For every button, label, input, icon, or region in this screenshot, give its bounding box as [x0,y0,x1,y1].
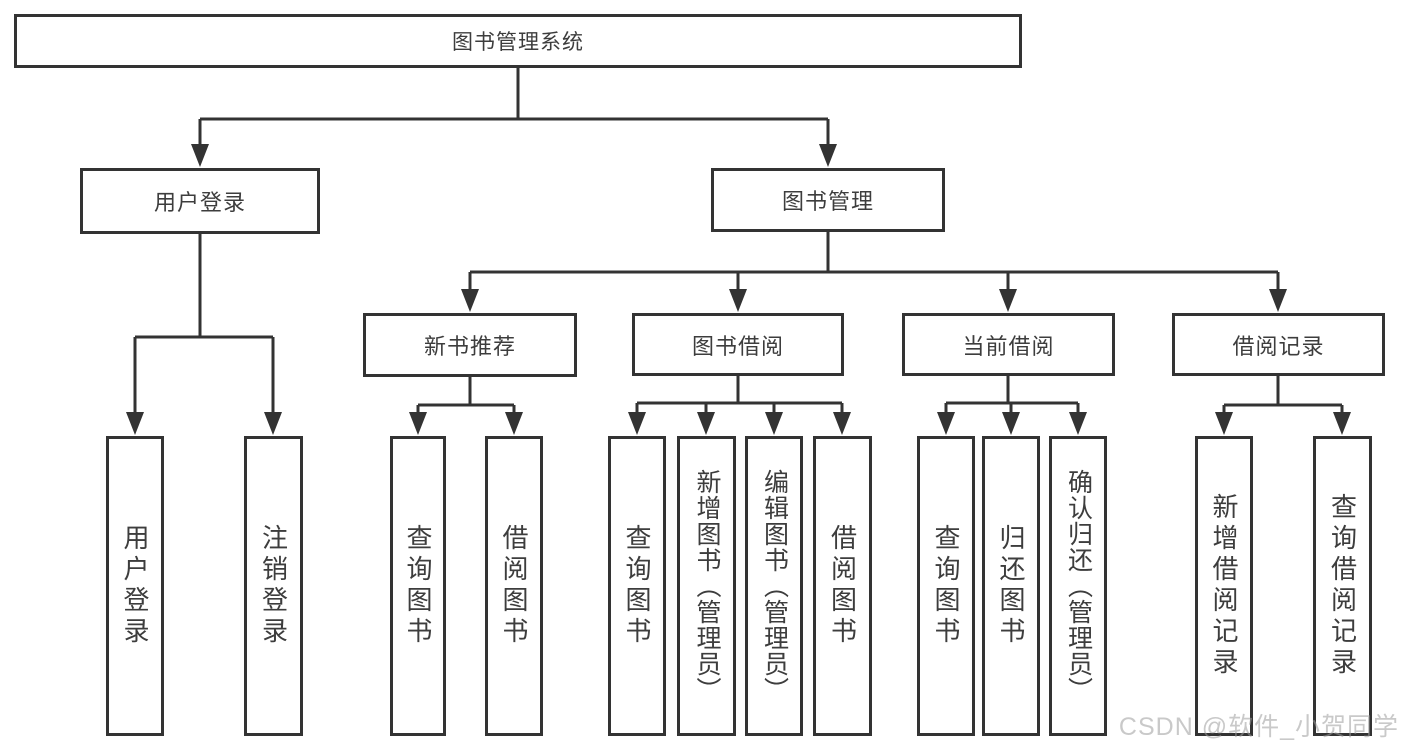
leaf-edit-book-admin: 编辑图书（管理员） [745,436,803,736]
leaf-query-book-1: 查询图书 [390,436,446,736]
leaf-add-borrow-record: 新增借阅记录 [1195,436,1253,736]
node-book-borrow: 图书借阅 [632,313,844,376]
node-borrow-records: 借阅记录 [1172,313,1385,376]
leaf-borrow-book-1: 借阅图书 [485,436,543,736]
leaf-add-book-admin: 新增图书（管理员） [677,436,736,736]
node-book-management: 图书管理 [711,168,945,232]
node-new-book-recommend: 新书推荐 [363,313,577,377]
node-user-login: 用户登录 [80,168,320,234]
leaf-user-login: 用户登录 [106,436,164,736]
leaf-borrow-book-2: 借阅图书 [813,436,872,736]
leaf-confirm-return-admin: 确认归还（管理员） [1049,436,1107,736]
node-current-borrow: 当前借阅 [902,313,1115,376]
leaf-logout-login: 注销登录 [244,436,303,736]
leaf-query-borrow-record: 查询借阅记录 [1313,436,1372,736]
leaf-return-book: 归还图书 [982,436,1040,736]
leaf-query-book-3: 查询图书 [917,436,975,736]
node-root: 图书管理系统 [14,14,1022,68]
leaf-query-book-2: 查询图书 [608,436,666,736]
